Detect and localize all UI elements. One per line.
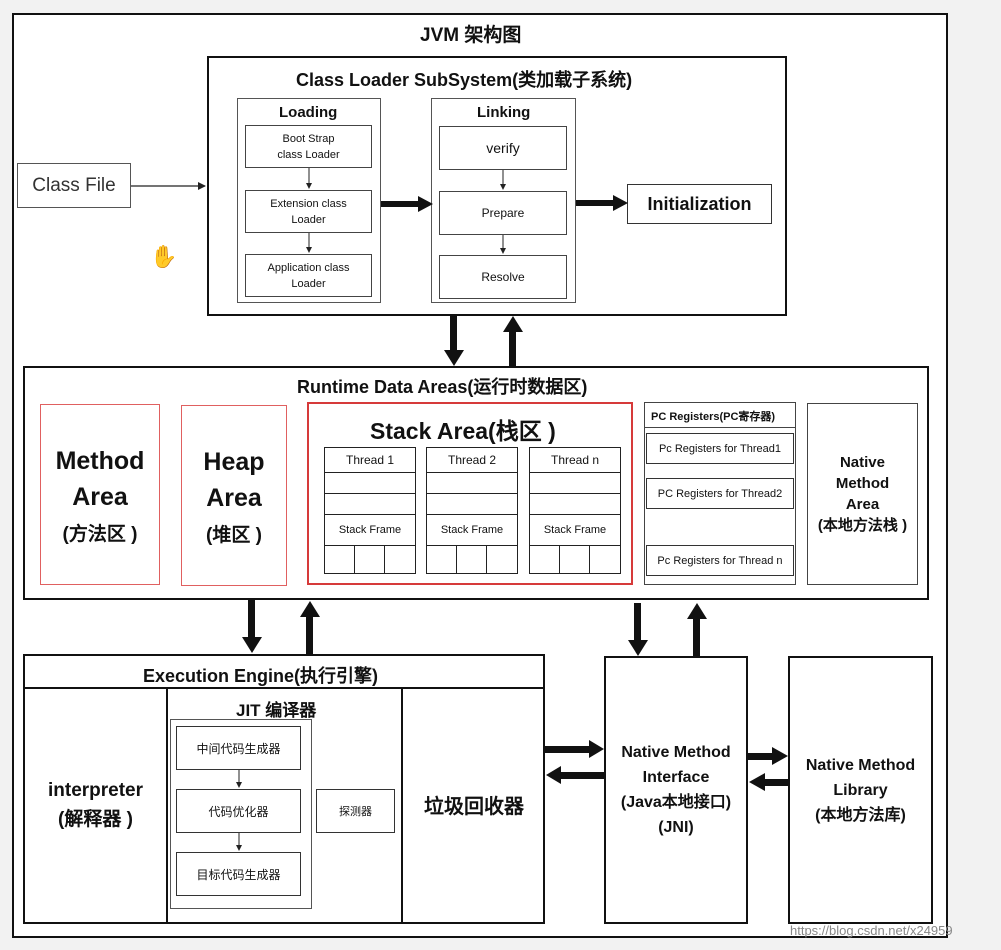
stack-frame-slot [589, 545, 621, 574]
stack-frame-slot [324, 545, 355, 574]
stack-frame-slot [559, 545, 590, 574]
linking-label: Linking [477, 104, 531, 121]
watermark-text: https://blog.csdn.net/x24959 [790, 923, 953, 938]
stack-frame-slot [354, 545, 385, 574]
verify-box: verify [439, 126, 567, 170]
stack-slot [529, 493, 621, 515]
execution-engine-title: Execution Engine(执行引擎) [143, 666, 379, 686]
hand-cursor-icon: ✋ [150, 244, 178, 269]
gc-label: 垃圾回收器 [424, 796, 524, 818]
thread-header: Thread 2 [426, 447, 518, 473]
stack-slot [426, 493, 518, 515]
stack-slot [529, 472, 621, 494]
prepare-box: Prepare [439, 191, 567, 235]
native-method-library: Native Method Library (本地方法库) [788, 656, 933, 924]
interpreter-divider [166, 687, 168, 924]
jit-step-optimizer: 代码优化器 [176, 789, 301, 833]
stack-frame-row: Stack Frame [324, 514, 416, 546]
stack-frame-slot [426, 545, 457, 574]
method-area-name: Method Area [55, 447, 145, 511]
stack-frame-row: Stack Frame [529, 514, 621, 546]
stack-frame-slot [384, 545, 416, 574]
jit-title: JIT 编译器 [236, 701, 317, 720]
pc-register-thread2: PC Registers for Thread2 [646, 478, 794, 509]
jit-step-target: 目标代码生成器 [176, 852, 301, 896]
stack-slot [324, 472, 416, 494]
pc-register-thread1: Pc Registers for Thread1 [646, 433, 794, 464]
heap-area-cn: (堆区 ) [206, 525, 262, 546]
pc-registers-divider [644, 427, 796, 428]
stack-frame-slot [529, 545, 560, 574]
stack-area-title: Stack Area(栈区 ) [370, 418, 556, 444]
class-file-box: Class File [17, 163, 131, 208]
runtime-title: Runtime Data Areas(运行时数据区) [297, 377, 588, 397]
thread-header: Thread 1 [324, 447, 416, 473]
bootstrap-loader: Boot Strap class Loader [245, 125, 372, 168]
native-method-interface: Native Method Interface (Java本地接口) (JNI) [604, 656, 748, 924]
heap-area [181, 405, 287, 586]
resolve-box: Resolve [439, 255, 567, 299]
initialization-box: Initialization [627, 184, 772, 224]
method-area-cn: (方法区 ) [62, 524, 138, 545]
pc-register-threadn: Pc Registers for Thread n [646, 545, 794, 576]
loading-label: Loading [279, 104, 338, 121]
application-loader: Application class Loader [245, 254, 372, 297]
interpreter-label: interpreter (解释器 ) [47, 780, 144, 830]
native-method-area: Native Method Area (本地方法栈 ) [807, 403, 918, 585]
extension-loader: Extension class Loader [245, 190, 372, 233]
method-area [40, 404, 160, 585]
diagram-title: JVM 架构图 [420, 25, 522, 46]
gc-divider [401, 687, 403, 924]
execution-engine-divider [23, 687, 545, 689]
jit-profiler: 探测器 [316, 789, 395, 833]
stack-frame-slot [456, 545, 487, 574]
class-loader-title: Class Loader SubSystem(类加载子系统) [296, 70, 633, 90]
class-file-label: Class File [32, 174, 116, 196]
stack-frame-slot [486, 545, 518, 574]
stack-frame-row: Stack Frame [426, 514, 518, 546]
heap-area-name: Heap Area [203, 448, 265, 512]
jit-step-intermediate: 中间代码生成器 [176, 726, 301, 770]
stack-slot [426, 472, 518, 494]
pc-registers-title: PC Registers(PC寄存器) [651, 411, 776, 423]
thread-header: Thread n [529, 447, 621, 473]
stack-slot [324, 493, 416, 515]
